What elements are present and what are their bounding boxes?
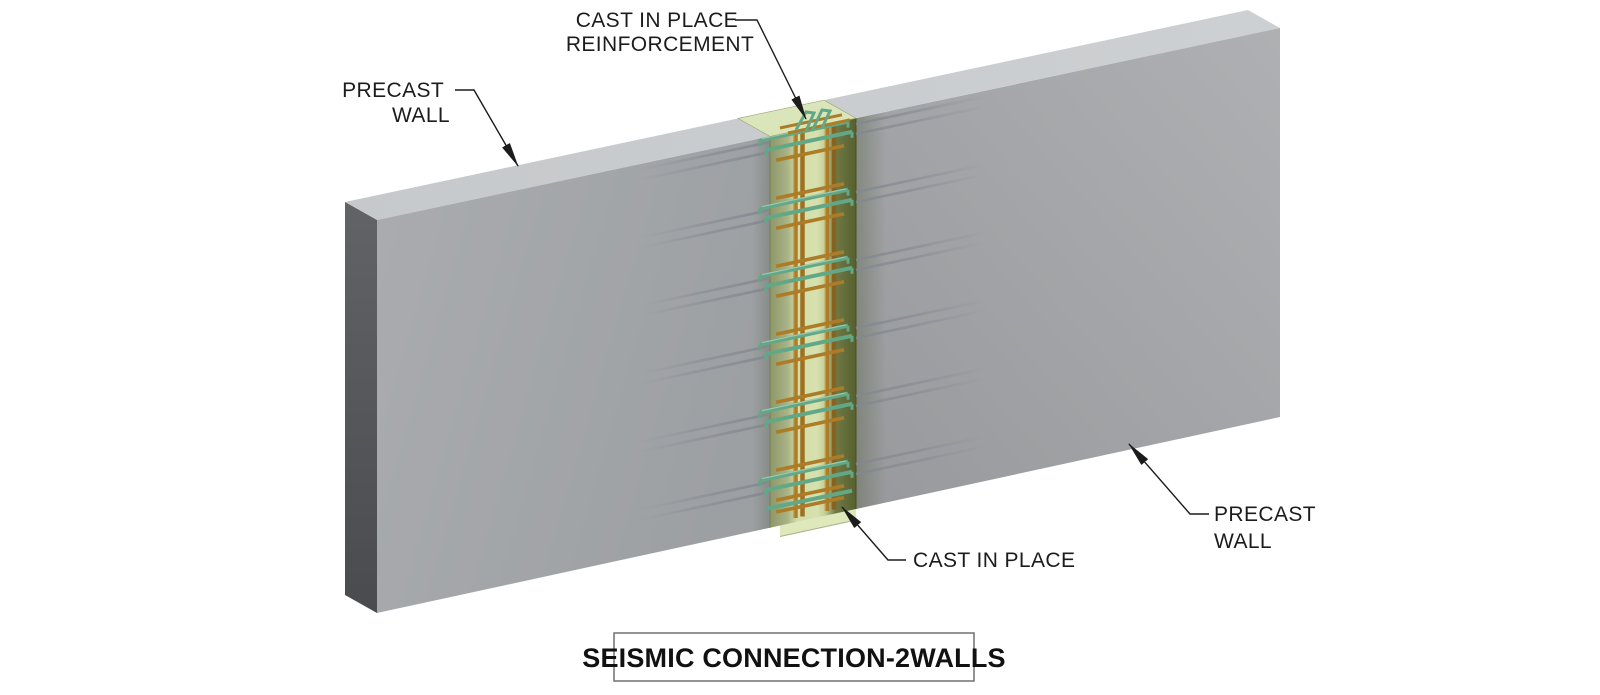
leader-reinforcement bbox=[735, 19, 807, 120]
reinforcement-callout-label: CAST IN PLACE REINFORCEMENT bbox=[566, 9, 754, 56]
leader-precast-left bbox=[455, 89, 519, 167]
left-wall-callout-label: PRECAST WALL bbox=[342, 79, 450, 127]
joint-bottom-stub bbox=[780, 509, 856, 537]
rebar-hook-clusters bbox=[638, 94, 987, 522]
rebar-cluster-bottom bbox=[765, 488, 853, 514]
joint-shadow-right bbox=[856, 111, 886, 510]
leader-cast-in-place bbox=[841, 506, 906, 561]
title-box: SEISMIC CONNECTION-2WALLS bbox=[582, 632, 1006, 682]
wall-side-face bbox=[345, 202, 377, 613]
vertical-rebar-bars bbox=[793, 123, 837, 518]
title-text: SEISMIC CONNECTION-2WALLS bbox=[582, 643, 1006, 673]
joint-callout-label: CAST IN PLACE bbox=[913, 549, 1075, 572]
precast-wall-right bbox=[856, 28, 1280, 509]
precast-wall-left bbox=[377, 136, 770, 613]
cast-in-place-joint bbox=[769, 118, 857, 528]
joint-shadow-left bbox=[752, 136, 770, 532]
leader-precast-right bbox=[1128, 443, 1209, 515]
right-wall-callout-label: PRECAST WALL bbox=[1214, 503, 1322, 553]
annotations: CAST IN PLACE REINFORCEMENT PRECAST WALL… bbox=[342, 9, 1322, 572]
